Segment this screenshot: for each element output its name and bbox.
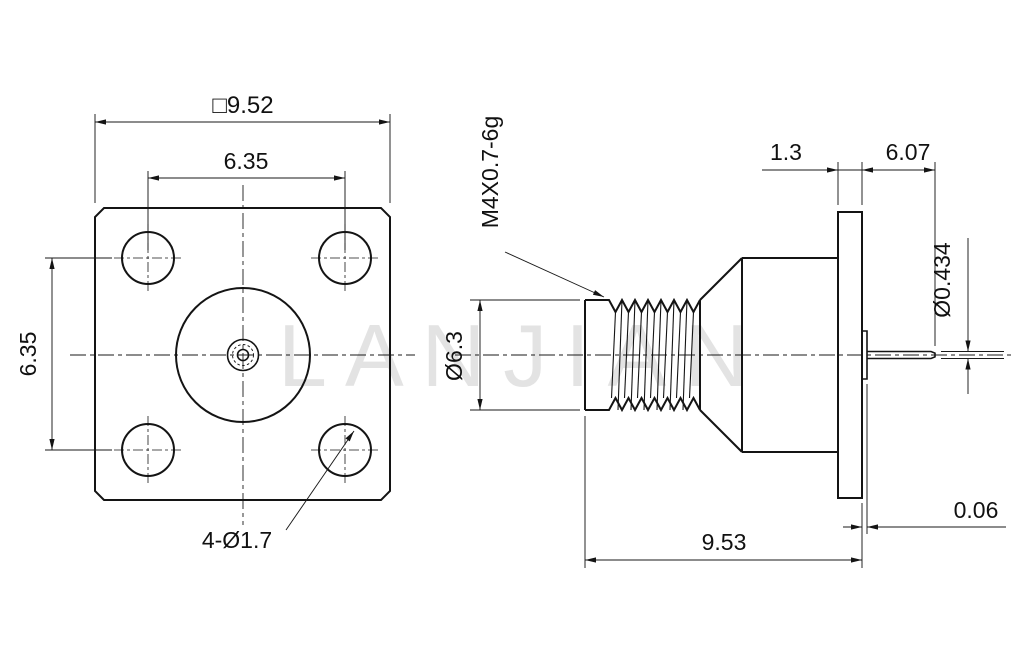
mounting-holes bbox=[121, 231, 372, 477]
connector-body bbox=[584, 211, 936, 499]
dim-flange-thickness-text: 1.3 bbox=[770, 139, 802, 165]
insulator bbox=[862, 330, 868, 380]
dim-thread-dia-text: Ø6.3 bbox=[441, 331, 467, 381]
dim-hole-pitch-h-text: 6.35 bbox=[224, 148, 269, 174]
dim-hole-pitch-v: 6.35 bbox=[15, 257, 112, 451]
hole-centerlines bbox=[114, 224, 379, 484]
front-view: □9.52 6.35 6.35 4-Ø1.7 bbox=[15, 92, 415, 553]
dim-insulator-protrusion: 0.06 bbox=[843, 384, 1006, 534]
dim-body-length: 9.53 bbox=[584, 416, 863, 568]
dim-body-length-text: 9.53 bbox=[702, 529, 747, 555]
dim-pin-dia: Ø0.434 bbox=[929, 238, 1004, 394]
watermark-text: LANJIAN bbox=[278, 306, 766, 405]
dim-pin-length-text: 6.07 bbox=[886, 139, 931, 165]
flange-edge bbox=[837, 211, 863, 499]
dim-insulator-protrusion-text: 0.06 bbox=[954, 497, 999, 523]
dim-thread-dia: Ø6.3 bbox=[441, 299, 580, 411]
side-view: M4X0.7-6g Ø6.3 1.3 6.07 bbox=[441, 116, 1012, 568]
dim-flange-and-pin: 1.3 6.07 bbox=[762, 139, 936, 346]
dim-pin-dia-text: Ø0.434 bbox=[929, 242, 955, 318]
center-bore bbox=[175, 287, 311, 423]
label-mounting-holes: 4-Ø1.7 bbox=[202, 430, 355, 553]
callout-thread-spec-text: M4X0.7-6g bbox=[477, 116, 503, 229]
dim-hole-pitch-v-text: 6.35 bbox=[15, 332, 41, 377]
dim-square-952: □9.52 bbox=[94, 92, 391, 203]
front-centerlines bbox=[70, 185, 415, 525]
pin bbox=[867, 350, 936, 360]
dim-flange-square-text: □9.52 bbox=[212, 92, 273, 119]
callout-thread-spec: M4X0.7-6g bbox=[477, 116, 605, 298]
flange-outline bbox=[94, 207, 391, 501]
thread-lines bbox=[610, 299, 695, 411]
dim-hole-pitch-h: 6.35 bbox=[147, 148, 346, 250]
label-mounting-holes-text: 4-Ø1.7 bbox=[202, 527, 272, 553]
